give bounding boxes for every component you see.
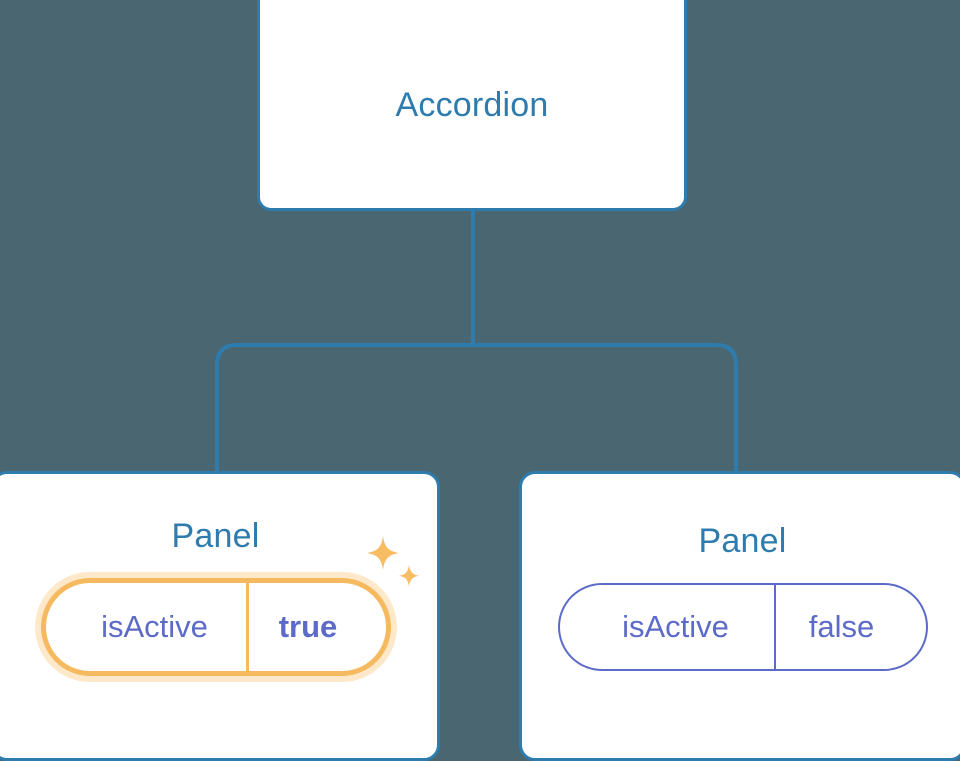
- node-panel-inactive[interactable]: Panel isActive false: [519, 471, 960, 761]
- node-accordion-title: Accordion: [395, 85, 549, 124]
- prop-pill-isactive-true[interactable]: isActive true: [40, 578, 391, 676]
- sparkle-large-icon: [366, 536, 399, 570]
- prop-pill-isactive-false[interactable]: isActive false: [557, 583, 928, 671]
- connector-branch-right: [473, 343, 738, 473]
- prop-key-label: isActive: [622, 609, 729, 644]
- connector-branch-left: [215, 343, 473, 473]
- prop-pill-inactive-wrapper: isActive false: [557, 583, 928, 671]
- node-panel-active[interactable]: Panel isActive true: [0, 471, 440, 761]
- sparkle-small-icon: [398, 565, 419, 587]
- node-accordion[interactable]: Accordion: [257, 0, 687, 211]
- node-panel-active-title: Panel: [171, 517, 260, 555]
- prop-key-label: isActive: [101, 609, 208, 644]
- prop-value-label: true: [245, 583, 386, 671]
- prop-value-label: false: [773, 585, 926, 669]
- node-panel-inactive-title: Panel: [698, 522, 787, 560]
- prop-pill-active-wrapper: isActive true: [40, 536, 419, 676]
